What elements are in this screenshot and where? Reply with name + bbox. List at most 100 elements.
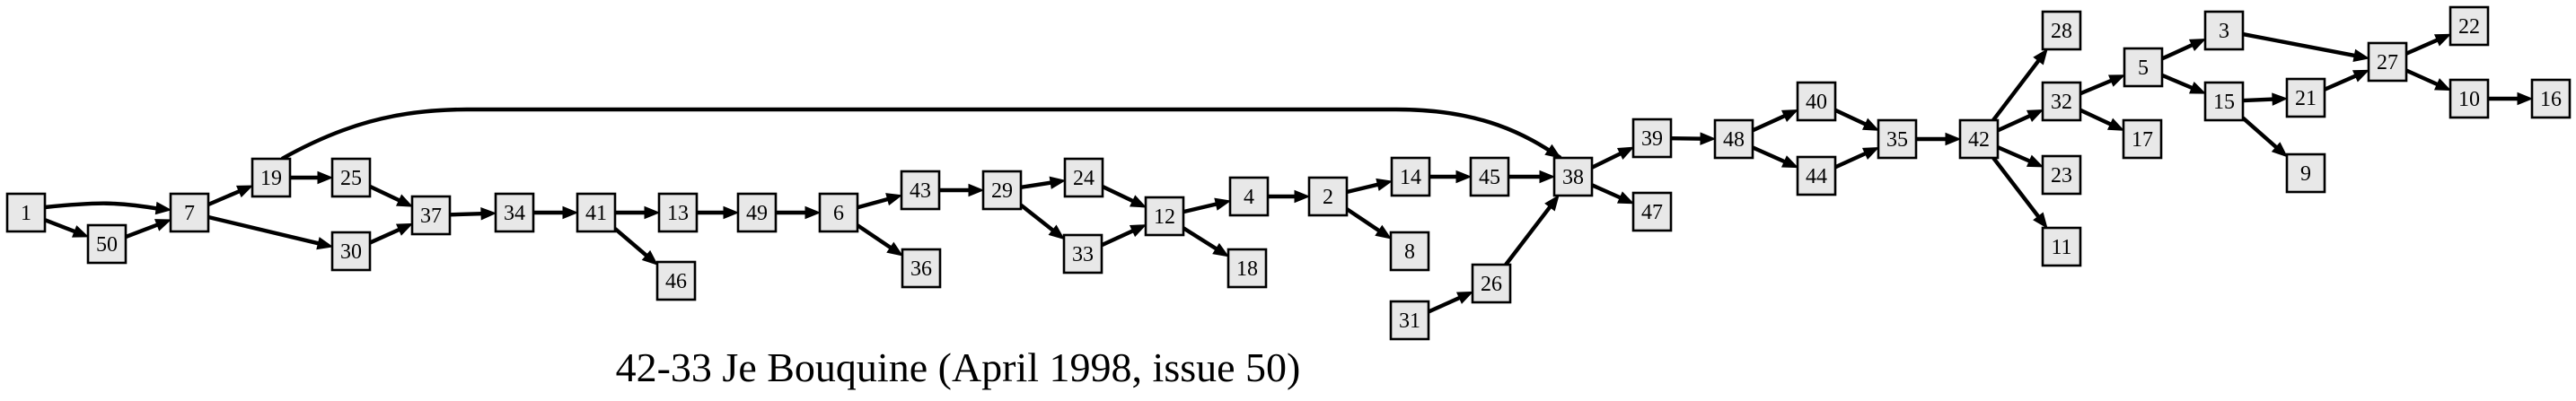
edge-arrowhead-5-to-3 (2188, 39, 2207, 51)
node-box-44 (1796, 155, 1837, 196)
edge-42-to-32 (1997, 112, 2034, 133)
edge-5-to-3 (2161, 41, 2196, 61)
edge-arrowhead-34-to-41 (562, 205, 579, 220)
edge-arrowhead-42-to-32 (2026, 109, 2044, 123)
node-46: 46 (655, 260, 697, 301)
node-label-39: 39 (1641, 127, 1663, 151)
edge-41-to-46 (613, 227, 651, 259)
node-label-21: 21 (2295, 87, 2317, 110)
edge-arrowhead-32-to-5 (2107, 74, 2126, 87)
edge-arrowhead-13-to-49 (723, 205, 740, 220)
node-24: 24 (1063, 157, 1104, 198)
edge-27-to-10 (2405, 68, 2441, 88)
node-6: 6 (818, 192, 859, 233)
edge-arrowhead-42-to-28 (2033, 48, 2048, 65)
node-label-29: 29 (991, 179, 1013, 203)
edge-arrowhead-21-to-27 (2352, 69, 2370, 83)
node-22: 22 (2449, 5, 2490, 47)
edge-arrowhead-19-to-25 (317, 170, 334, 185)
edge-arrowhead-29-to-33 (1048, 224, 1066, 240)
node-label-45: 45 (1479, 166, 1500, 189)
node-42: 42 (1958, 118, 2000, 160)
node-box-24 (1063, 157, 1104, 198)
node-label-43: 43 (910, 179, 931, 203)
edge-arrowhead-39-to-48 (1700, 132, 1717, 145)
node-30: 30 (330, 231, 372, 272)
node-38: 38 (1552, 156, 1594, 197)
edge-arrowhead-15-to-9 (2271, 142, 2288, 158)
edge-arrowhead-32-to-17 (2106, 118, 2125, 131)
node-label-35: 35 (1886, 128, 1908, 152)
node-21: 21 (2285, 77, 2326, 118)
edge-7-to-30 (207, 214, 322, 247)
node-49: 49 (736, 192, 778, 233)
edge-29-to-24 (1020, 179, 1055, 189)
node-18: 18 (1226, 248, 1268, 289)
node-box-4 (1228, 176, 1270, 217)
edge-arrowhead-7-to-19 (235, 185, 254, 198)
node-box-43 (900, 170, 941, 211)
node-label-1: 1 (21, 202, 31, 225)
edge-arrowhead-48-to-44 (1780, 155, 1799, 169)
node-9: 9 (2285, 153, 2326, 194)
edge-15-to-21 (2242, 97, 2277, 103)
node-box-1 (5, 192, 47, 233)
edge-2-to-14 (1346, 181, 1382, 195)
node-label-10: 10 (2458, 88, 2480, 111)
edge-27-to-22 (2405, 37, 2441, 56)
node-50: 50 (86, 223, 127, 265)
node-15: 15 (2203, 81, 2245, 122)
node-13: 13 (657, 192, 699, 233)
node-label-30: 30 (340, 240, 362, 264)
node-48: 48 (1713, 118, 1754, 160)
node-label-36: 36 (910, 257, 932, 281)
node-14: 14 (1390, 156, 1431, 197)
edge-19-to-38 (280, 107, 1562, 161)
node-box-25 (330, 157, 372, 198)
node-label-24: 24 (1073, 167, 1095, 190)
edge-arrowhead-48-to-40 (1780, 109, 1799, 123)
edge-1-to-7 (44, 201, 161, 212)
graph-caption: 42-33 Je Bouquine (April 1998, issue 50) (616, 344, 1301, 390)
edge-arrowhead-35-to-42 (1945, 132, 1962, 146)
node-3: 3 (2203, 10, 2245, 51)
node-44: 44 (1796, 155, 1837, 196)
node-box-13 (657, 192, 699, 233)
edge-arrowhead-24-to-12 (1129, 195, 1147, 208)
node-29: 29 (981, 170, 1023, 211)
node-label-9: 9 (2300, 162, 2311, 186)
node-5: 5 (2123, 47, 2164, 88)
edge-arrowhead-41-to-46 (641, 249, 659, 266)
node-box-21 (2285, 77, 2326, 118)
edge-arrowhead-2-to-14 (1376, 178, 1394, 191)
node-19: 19 (251, 157, 292, 198)
node-label-4: 4 (1244, 186, 1254, 209)
node-box-10 (2449, 78, 2490, 119)
edge-15-to-9 (2241, 116, 2281, 152)
node-box-36 (901, 248, 942, 289)
edge-arrowhead-41-to-13 (644, 205, 661, 220)
node-label-41: 41 (585, 202, 607, 225)
node-box-50 (86, 223, 127, 265)
node-box-2 (1307, 176, 1349, 217)
node-17: 17 (2122, 118, 2163, 160)
node-box-9 (2285, 153, 2326, 194)
node-label-2: 2 (1323, 186, 1333, 209)
edge-42-to-23 (1997, 145, 2034, 165)
node-box-46 (655, 260, 697, 301)
node-box-3 (2203, 10, 2245, 51)
node-7: 7 (169, 192, 210, 233)
edge-arrowhead-15-to-21 (2272, 92, 2289, 106)
edge-arrowhead-43-to-29 (968, 183, 985, 197)
edge-arrowhead-12-to-4 (1214, 197, 1232, 211)
edge-31-to-26 (1428, 294, 1464, 314)
node-43: 43 (900, 170, 941, 211)
node-label-31: 31 (1399, 309, 1420, 333)
edge-arrowhead-45-to-38 (1539, 170, 1556, 184)
node-34: 34 (494, 192, 535, 233)
edge-44-to-35 (1834, 150, 1869, 170)
node-label-44: 44 (1806, 165, 1827, 188)
node-33: 33 (1062, 233, 1103, 275)
edge-32-to-17 (2079, 108, 2115, 128)
